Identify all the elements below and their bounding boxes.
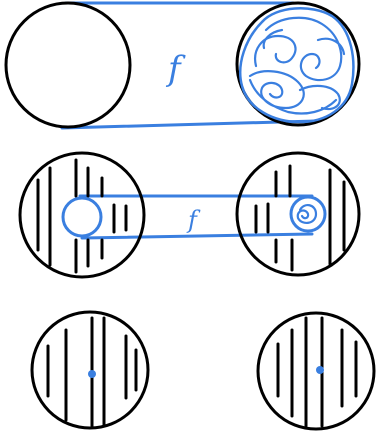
row-3-bottom	[32, 312, 374, 429]
foliation-left-middle	[38, 160, 126, 272]
foliation-right-middle	[256, 166, 344, 270]
map-middle-lower-line	[82, 234, 312, 238]
point-left-bottom	[88, 370, 96, 378]
row-1-top: f	[6, 3, 359, 128]
swirl-scribble-top	[250, 18, 344, 114]
row-2-middle: f	[20, 153, 359, 277]
source-disk-top	[6, 3, 130, 127]
map-label-top: f	[165, 49, 186, 89]
spiral-right-middle	[298, 205, 316, 223]
point-right-bottom	[316, 366, 324, 374]
map-label-middle: f	[186, 206, 201, 234]
blue-subdisk-left	[63, 198, 101, 236]
